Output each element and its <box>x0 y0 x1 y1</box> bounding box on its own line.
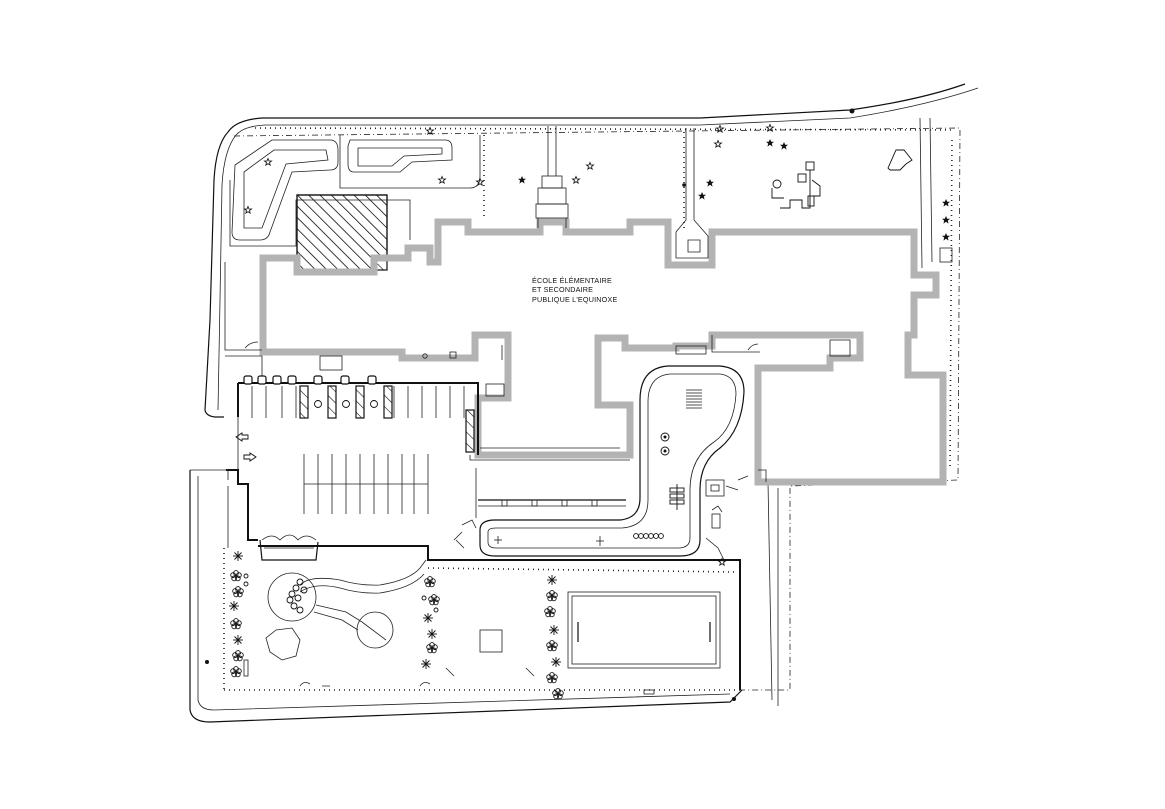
track-infield-details <box>633 389 702 539</box>
building-name-label: ÉCOLE ÉLÉMENTAIRE ET SECONDAIRE PUBLIQUE… <box>532 276 617 304</box>
bus-loop <box>229 127 484 247</box>
drop-off-lane <box>453 468 626 549</box>
tree-icon <box>228 550 564 700</box>
building-name-line-2: ET SECONDAIRE <box>532 285 594 295</box>
play-structure-icon <box>771 161 821 209</box>
south-courtyard <box>189 469 743 723</box>
north-entrance-walkway <box>535 126 569 228</box>
building-outline <box>259 218 947 486</box>
street-light-icon <box>849 108 855 114</box>
outdoor-classroom-shelter <box>259 534 319 561</box>
garden-features <box>243 559 535 677</box>
building-name-line-1: ÉCOLE ÉLÉMENTAIRE <box>532 276 612 285</box>
arrow-icon <box>235 432 257 462</box>
parking-lot <box>226 375 479 548</box>
building-name-line-3: PUBLIQUE L'EQUINOXE <box>532 294 618 304</box>
accessible-parking-icon <box>314 400 378 408</box>
building-details <box>224 262 851 482</box>
east-entrance-walkway <box>675 128 709 259</box>
top-right-landscape <box>518 117 953 269</box>
sports-field <box>567 591 721 669</box>
east-gate <box>705 479 739 566</box>
walking-track <box>479 365 745 557</box>
street-edge <box>204 83 979 418</box>
east-edge-lines <box>737 475 779 706</box>
